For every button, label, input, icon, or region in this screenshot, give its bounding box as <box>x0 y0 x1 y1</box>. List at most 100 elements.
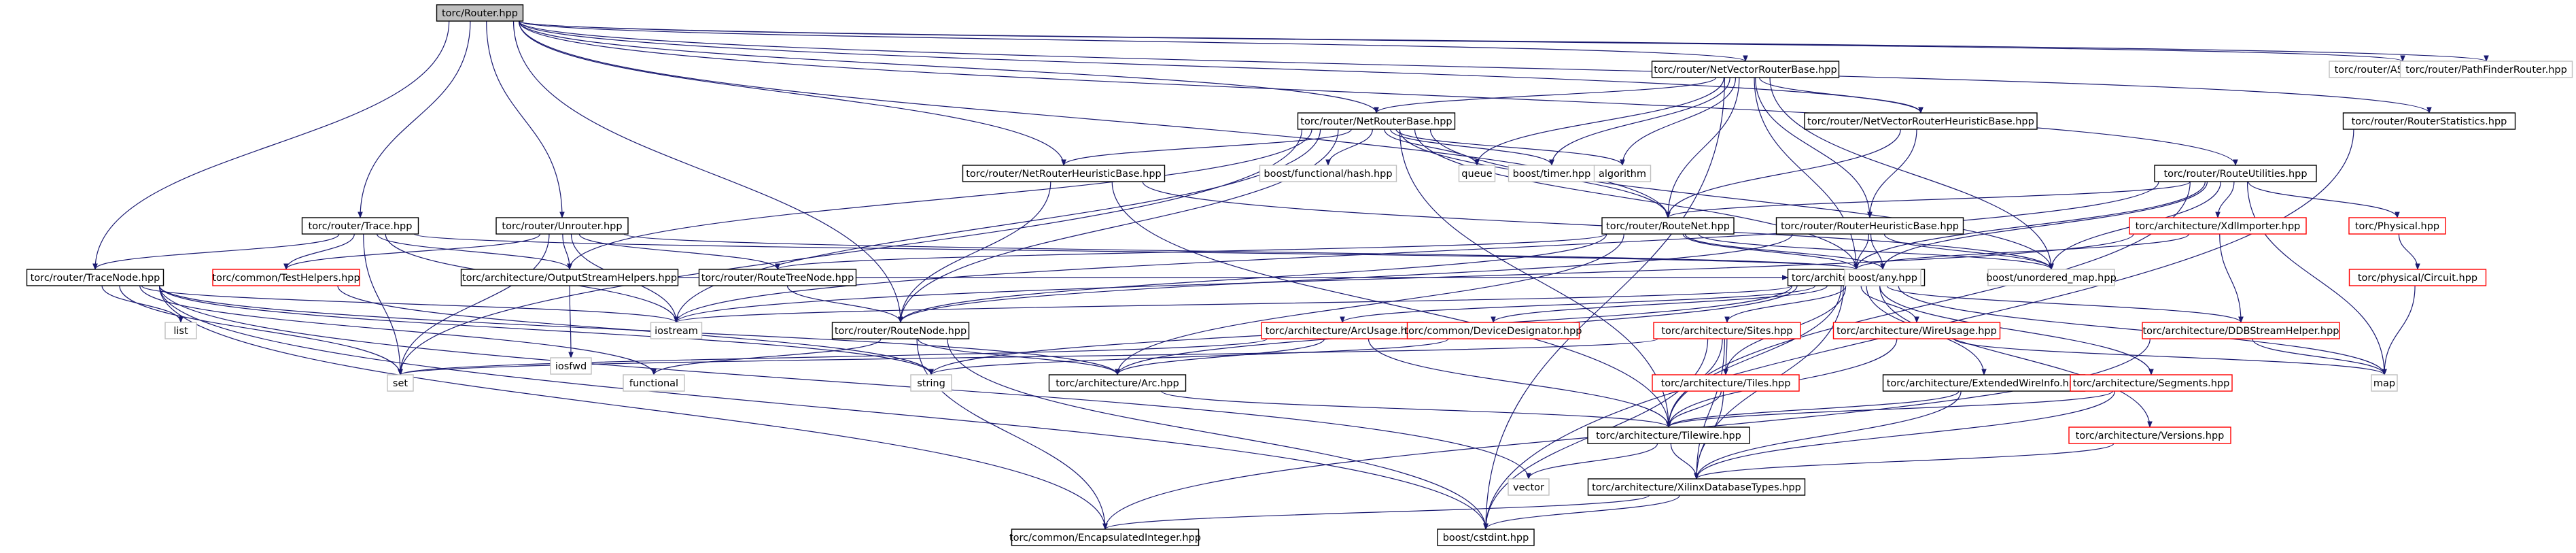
node-box <box>26 269 164 286</box>
node-ddbsh[interactable]: torc/architecture/DDBStreamHelper.hpp <box>2142 322 2340 339</box>
node-wireusage[interactable]: torc/architecture/WireUsage.hpp <box>1832 322 2001 339</box>
node-label: torc/Router.hpp <box>442 8 518 19</box>
edge-nvrb-to-nvrhb <box>1759 77 1924 114</box>
node-xdt[interactable]: torc/architecture/XilinxDatabaseTypes.hp… <box>1587 478 1806 496</box>
node-rtn[interactable]: torc/router/RouteTreeNode.hpp <box>698 269 857 286</box>
node-routenet[interactable]: torc/router/RouteNet.hpp <box>1601 217 1735 235</box>
edge-routenet-to-bumap <box>1698 233 2054 270</box>
node-box <box>212 269 360 286</box>
node-box <box>1804 112 2038 130</box>
node-box <box>2142 322 2340 339</box>
node-box <box>1651 61 1840 78</box>
node-tracenode[interactable]: torc/router/TraceNode.hpp <box>26 269 164 286</box>
edge-tilewire-to-xdt <box>1670 443 1699 480</box>
node-osh[interactable]: torc/architecture/OutputStreamHelpers.hp… <box>460 269 679 286</box>
node-label: torc/router/NetRouterBase.hpp <box>1300 116 1452 127</box>
node-pcircuit[interactable]: torc/physical/Circuit.hpp <box>2348 269 2487 286</box>
node-rutil[interactable]: torc/router/RouteUtilities.hpp <box>2154 165 2317 182</box>
edge-routenet-to-arc <box>1115 233 1624 375</box>
node-label: torc/router/TraceNode.hpp <box>31 273 160 284</box>
node-rstats[interactable]: torc/router/RouterStatistics.hpp <box>2342 112 2516 130</box>
node-sites[interactable]: torc/architecture/Sites.hpp <box>1653 322 1801 339</box>
edge-tiles-to-tilewire <box>1666 390 1722 428</box>
edge-router-to-astar <box>518 20 2405 62</box>
node-box <box>1437 529 1535 546</box>
node-label: torc/common/TestHelpers.hpp <box>212 273 360 284</box>
node-xdl[interactable]: torc/architecture/XdlImporter.hpp <box>2129 217 2307 235</box>
node-string: string <box>910 374 952 392</box>
node-nvrb[interactable]: torc/router/NetVectorRouterBase.hpp <box>1651 61 1840 78</box>
node-box <box>460 269 679 286</box>
edge-router-to-rutil <box>518 20 2238 166</box>
node-box <box>301 217 419 235</box>
edge-tracenode-to-vector <box>158 285 1531 480</box>
node-versions[interactable]: torc/architecture/Versions.hpp <box>2068 426 2231 444</box>
node-box <box>436 4 524 22</box>
node-algorithm: algorithm <box>1593 165 1652 182</box>
node-label: torc/Physical.hpp <box>2355 221 2439 232</box>
node-nrb[interactable]: torc/router/NetRouterBase.hpp <box>1297 112 1456 130</box>
edge-xdl-to-iostream <box>674 233 2134 323</box>
edge-nvrb-to-bumap <box>1769 77 2054 270</box>
node-box <box>1048 374 1187 392</box>
edge-nrb-to-queue <box>1384 129 1480 166</box>
node-trace[interactable]: torc/router/Trace.hpp <box>301 217 419 235</box>
edge-devdes-to-string <box>928 338 1449 375</box>
edge-rutil-to-routenet <box>1665 181 2191 218</box>
node-label: torc/architecture/ExtendedWireInfo.hpp <box>1887 378 2082 389</box>
node-label: queue <box>1461 169 1493 180</box>
edge-testhelpers-to-string <box>337 285 934 375</box>
edge-sites-to-set <box>398 338 1658 375</box>
node-cstdint[interactable]: boost/cstdint.hpp <box>1437 529 1535 546</box>
node-segments[interactable]: torc/architecture/Segments.hpp <box>2070 374 2233 392</box>
node-box <box>962 165 1166 182</box>
node-box <box>698 269 857 286</box>
edge-tracenode-to-iostream <box>141 285 679 323</box>
node-box <box>1261 322 1424 339</box>
node-box <box>1587 426 1750 444</box>
node-ewi[interactable]: torc/architecture/ExtendedWireInfo.hpp <box>1882 374 2086 392</box>
node-box <box>1652 374 1800 392</box>
node-label: algorithm <box>1599 169 1646 180</box>
node-list: list <box>164 322 197 339</box>
node-box <box>2348 269 2487 286</box>
node-routenode[interactable]: torc/router/RouteNode.hpp <box>831 322 970 339</box>
edge-routenode-to-cstdint <box>947 338 1489 530</box>
node-box <box>550 357 592 375</box>
edge-ddb-to-segments <box>1879 285 2154 375</box>
node-box <box>1987 269 2115 286</box>
node-iosfwd: iosfwd <box>550 357 592 375</box>
node-arc[interactable]: torc/architecture/Arc.hpp <box>1048 374 1187 392</box>
edge-router-to-rstats <box>518 20 2432 114</box>
edge-ddb-to-versions <box>1879 285 2153 428</box>
node-map: map <box>2371 374 2398 392</box>
node-tiles[interactable]: torc/architecture/Tiles.hpp <box>1652 374 1800 392</box>
node-devdes[interactable]: torc/common/DeviceDesignator.hpp <box>1404 322 1582 339</box>
node-router[interactable]: torc/Router.hpp <box>436 4 524 22</box>
edge-tracenode-to-set <box>119 285 403 375</box>
node-rhb[interactable]: torc/router/RouterHeuristicBase.hpp <box>1775 217 1964 235</box>
edge-rhb-to-bumap <box>1883 233 2054 270</box>
edge-rtn-to-routenode <box>786 285 903 323</box>
node-nrhb[interactable]: torc/router/NetRouterHeuristicBase.hpp <box>962 165 1166 182</box>
edge-sites-to-xdt <box>1694 338 1725 480</box>
node-label: torc/architecture/Arc.hpp <box>1056 378 1179 389</box>
edge-rutil-to-ddb <box>1853 181 2206 270</box>
node-nvrhb[interactable]: torc/router/NetVectorRouterHeuristicBase… <box>1804 112 2038 130</box>
edge-xdt-to-cstdint <box>1483 495 1680 530</box>
node-testhelpers[interactable]: torc/common/TestHelpers.hpp <box>212 269 360 286</box>
edge-ewi-to-tilewire <box>1666 390 1960 428</box>
node-unrouter[interactable]: torc/router/Unrouter.hpp <box>495 217 629 235</box>
node-tilewire[interactable]: torc/architecture/Tilewire.hpp <box>1587 426 1750 444</box>
node-encint[interactable]: torc/common/EncapsulatedInteger.hpp <box>1009 529 1201 546</box>
node-arcusage[interactable]: torc/architecture/ArcUsage.hpp <box>1261 322 1424 339</box>
node-label: torc/router/RouteNode.hpp <box>835 326 967 337</box>
edge-nvrb-to-queue <box>1474 77 1724 166</box>
edge-arcusage-to-tilewire <box>1368 338 1671 428</box>
edge-ddb-to-map <box>1898 285 2387 375</box>
edge-rutil-to-map <box>2246 181 2387 375</box>
node-physical[interactable]: torc/Physical.hpp <box>2348 217 2446 235</box>
node-label: iostream <box>655 326 698 337</box>
node-box <box>495 217 629 235</box>
edge-rhb-to-bany <box>1870 233 1885 270</box>
